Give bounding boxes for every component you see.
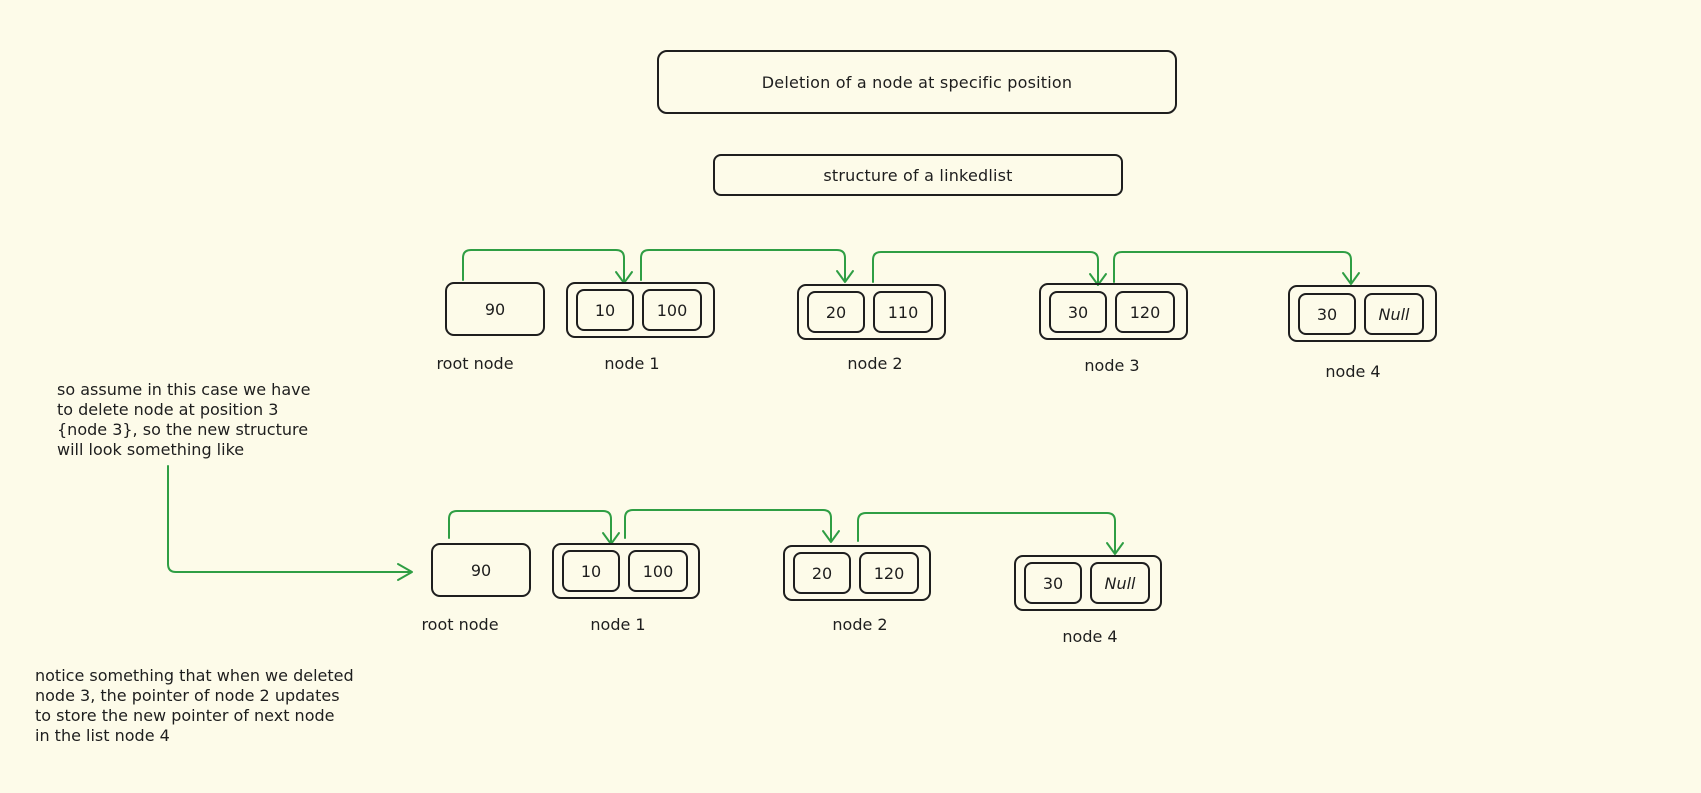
before-root-value: 90 bbox=[484, 299, 506, 319]
after-node-4: 30 Null bbox=[1014, 555, 1162, 611]
after-node-4-pointer: Null bbox=[1090, 562, 1150, 604]
arrowhead-node3-to-node4 bbox=[1342, 272, 1360, 285]
before-node-4-data: 30 bbox=[1298, 293, 1356, 335]
after-node-2: 20 120 bbox=[783, 545, 931, 601]
before-node-4-pointer: Null bbox=[1364, 293, 1424, 335]
before-node-3-label: node 3 bbox=[1084, 356, 1140, 375]
before-node-2-data: 20 bbox=[807, 291, 865, 333]
before-node-2-pointer: 110 bbox=[873, 291, 933, 333]
after-node-1-label: node 1 bbox=[590, 615, 646, 634]
before-node-3: 30 120 bbox=[1039, 283, 1188, 340]
after-node-4-data: 30 bbox=[1024, 562, 1082, 604]
arrowhead-after-node2-to-node4 bbox=[1106, 542, 1124, 555]
before-node-3-pointer: 120 bbox=[1115, 291, 1175, 333]
before-root-label: root node bbox=[436, 354, 514, 373]
after-root-value: 90 bbox=[470, 560, 492, 580]
after-node-1: 10 100 bbox=[552, 543, 700, 599]
before-node-1-data: 10 bbox=[576, 289, 634, 331]
arrow-node2-to-node3 bbox=[872, 251, 1099, 285]
arrow-after-node1-to-node2 bbox=[624, 509, 832, 542]
before-node-3-data: 30 bbox=[1049, 291, 1107, 333]
before-root-node: 90 bbox=[445, 282, 545, 336]
assume-note: so assume in this case we have to delete… bbox=[57, 380, 311, 459]
after-root-node: 90 bbox=[431, 543, 531, 597]
after-node-1-pointer: 100 bbox=[628, 550, 688, 592]
after-node-4-label: node 4 bbox=[1062, 627, 1118, 646]
arrow-node3-to-node4 bbox=[1113, 251, 1352, 284]
before-node-4: 30 Null bbox=[1288, 285, 1437, 342]
subtitle-box: structure of a linkedlist bbox=[713, 154, 1123, 196]
arrowhead-note-to-after bbox=[397, 563, 413, 581]
after-node-2-label: node 2 bbox=[832, 615, 888, 634]
after-node-2-pointer: 120 bbox=[859, 552, 919, 594]
before-node-4-label: node 4 bbox=[1325, 362, 1381, 381]
before-node-1: 10 100 bbox=[566, 282, 715, 338]
after-node-2-data: 20 bbox=[793, 552, 851, 594]
arrow-node1-to-node2 bbox=[640, 249, 846, 282]
notice-note: notice something that when we deleted no… bbox=[35, 666, 354, 745]
arrowhead-node1-to-node2 bbox=[836, 270, 854, 283]
after-root-label: root node bbox=[421, 615, 499, 634]
before-node-1-pointer: 100 bbox=[642, 289, 702, 331]
arrow-root-to-node1 bbox=[462, 249, 625, 283]
arrowhead-after-node1-to-node2 bbox=[822, 530, 840, 543]
before-node-2-label: node 2 bbox=[847, 354, 903, 373]
before-node-2: 20 110 bbox=[797, 284, 946, 340]
subtitle: structure of a linkedlist bbox=[823, 165, 1013, 185]
after-node-1-data: 10 bbox=[562, 550, 620, 592]
arrow-after-root-to-node1 bbox=[448, 510, 612, 544]
main-title-box: Deletion of a node at specific position bbox=[657, 50, 1177, 114]
arrow-note-to-after bbox=[167, 465, 412, 573]
before-node-1-label: node 1 bbox=[604, 354, 660, 373]
main-title: Deletion of a node at specific position bbox=[761, 72, 1073, 92]
